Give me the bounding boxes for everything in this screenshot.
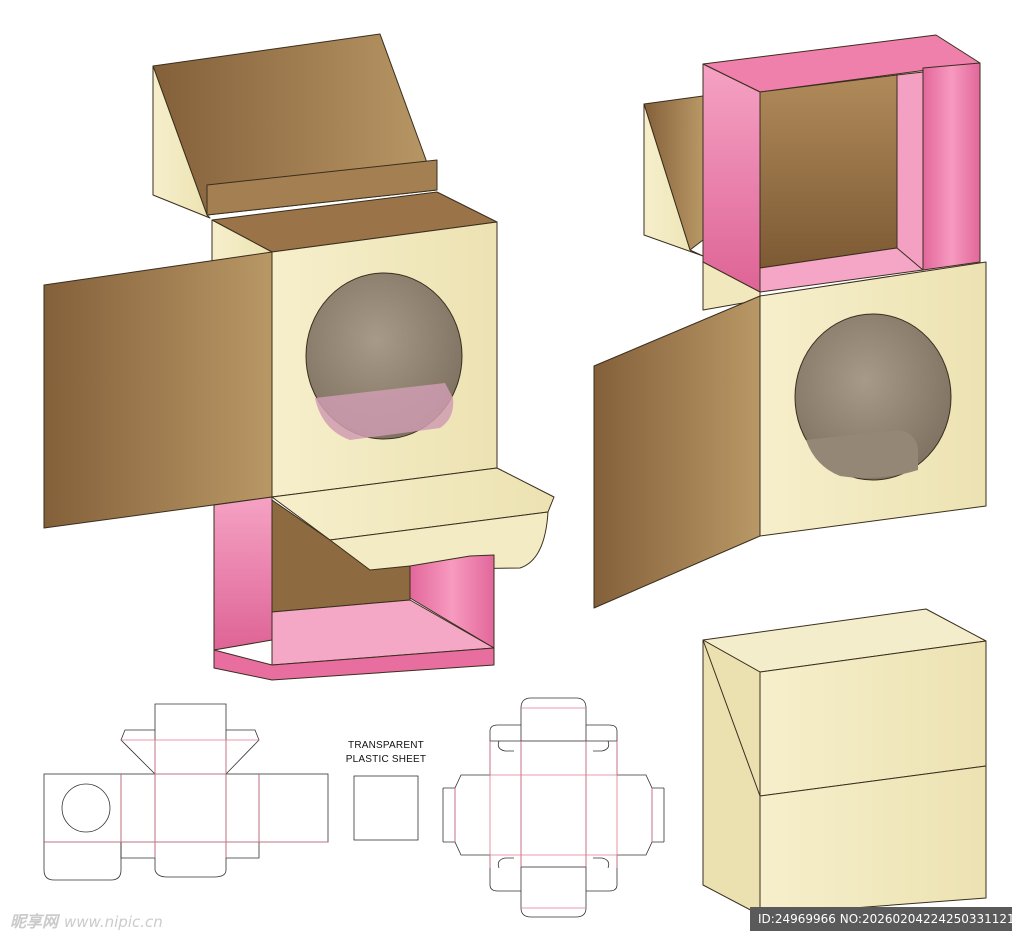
tray-top-tab xyxy=(520,697,587,741)
image-id-strip: ID:24969966 NO:20260204224250331121 xyxy=(750,907,1015,931)
dieline-inner-tray xyxy=(442,697,665,918)
box-open-side-view xyxy=(593,34,987,609)
pink-frame-left xyxy=(702,63,761,293)
dieline-outer-box xyxy=(43,703,329,881)
watermark: 昵享网 www.nipic.cn xyxy=(10,908,163,932)
outer-panel-right xyxy=(225,773,260,843)
top-lid-flap xyxy=(206,159,438,216)
closed-side xyxy=(702,639,761,916)
box-open-front-view xyxy=(43,33,555,681)
outer-bottom-mid xyxy=(154,842,227,878)
tray-right-upper-flap xyxy=(586,724,618,742)
watermark-url: www.nipic.cn xyxy=(64,913,163,931)
outer-top-lid xyxy=(154,703,227,774)
pink-tray-front xyxy=(213,647,495,681)
outer-window-circle xyxy=(61,783,111,833)
top-lid-side xyxy=(152,65,211,219)
closed-tuck-line xyxy=(702,639,761,797)
tray-center xyxy=(520,740,587,868)
box-closed xyxy=(702,608,987,916)
plastic-window-sheet xyxy=(353,775,419,841)
closed-front-lower xyxy=(759,765,987,916)
tray-left-flap xyxy=(454,741,491,868)
window-inner-tray xyxy=(315,383,454,440)
pink-tray-right xyxy=(409,554,495,649)
plastic-sheet-outline xyxy=(353,775,419,841)
outer-panel-glue xyxy=(258,773,329,843)
outer-bottom-tab-left xyxy=(120,842,156,859)
tray-hook xyxy=(497,740,514,752)
tray-left-lower xyxy=(489,868,521,892)
tray-hook xyxy=(593,857,610,869)
left-flap xyxy=(43,251,273,529)
plastic-sheet-label: TRANSPARENT PLASTIC SHEET xyxy=(330,739,442,767)
outer-bottom-left xyxy=(43,842,122,881)
outer-panel-mid xyxy=(154,773,227,843)
plastic-label-line2: PLASTIC SHEET xyxy=(345,754,427,765)
pink-frame-back xyxy=(759,74,898,269)
side-window-inner xyxy=(806,430,918,478)
tray-hook xyxy=(593,740,610,752)
tray-right-flap xyxy=(616,741,653,868)
pink-tray-left xyxy=(213,496,273,651)
pink-frame-inner-right xyxy=(896,71,924,273)
pink-frame-bottom xyxy=(759,247,924,293)
tray-right-lower xyxy=(586,868,618,892)
pink-frame-right xyxy=(922,62,981,271)
outer-panel-front xyxy=(120,773,156,843)
side-left-flap xyxy=(593,295,761,609)
tray-side-flap xyxy=(443,787,664,843)
tray-left-upper-flap xyxy=(489,724,521,742)
outer-bottom-tab-right xyxy=(225,842,260,859)
plastic-label-line1: TRANSPARENT xyxy=(348,740,424,751)
outer-top-flap-left xyxy=(120,729,156,775)
outer-top-flap-right xyxy=(225,729,260,775)
tray-bottom-tab xyxy=(520,867,587,918)
tray-hook xyxy=(497,857,514,869)
watermark-brand: 昵享网 xyxy=(10,912,59,931)
